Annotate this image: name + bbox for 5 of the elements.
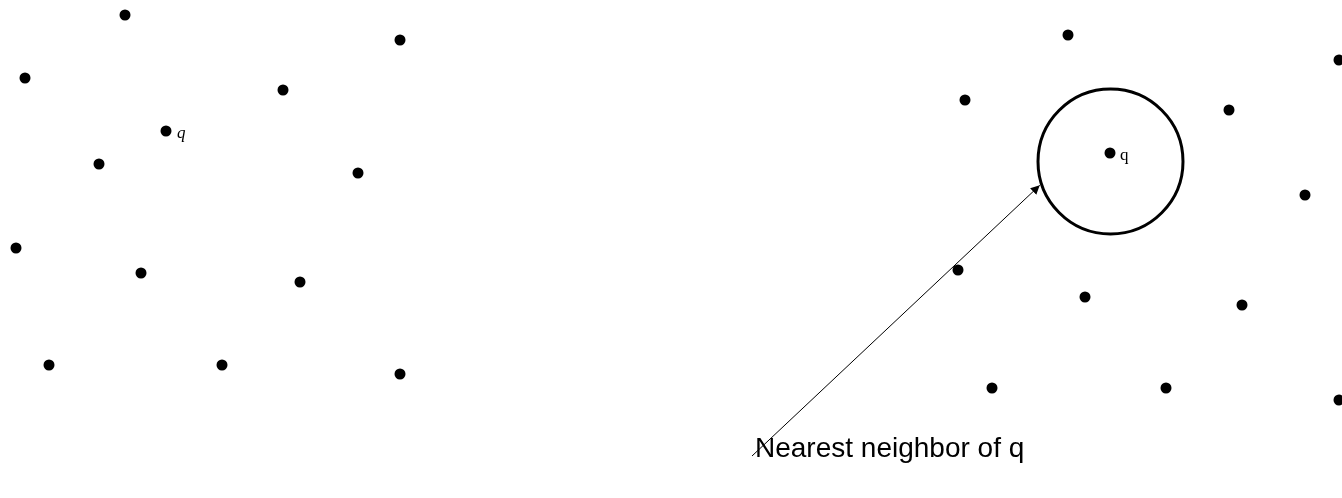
leader-arrow (751, 184, 1041, 457)
search-radius-circle (1036, 87, 1185, 236)
annotation-text: Nearest neighbor of q (755, 432, 1025, 464)
point-label: q (1120, 146, 1129, 163)
point-label: q (177, 124, 186, 141)
